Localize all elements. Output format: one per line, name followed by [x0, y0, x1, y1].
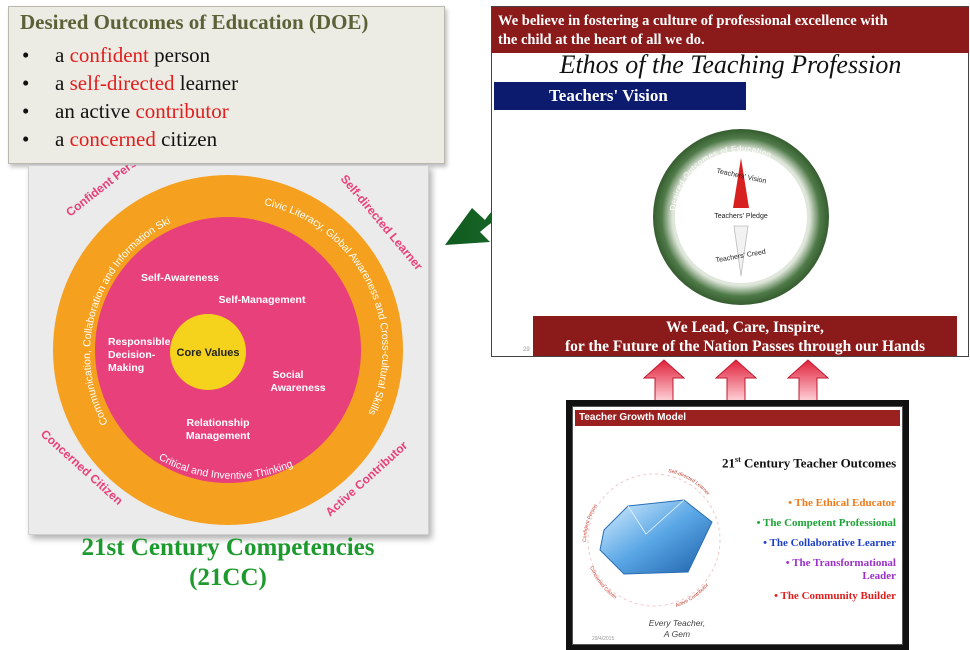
responsible-label: Decision- — [108, 349, 156, 361]
motto-line: We Lead, Care, Inspire, — [666, 319, 824, 336]
gem-label: Confident Person — [582, 503, 599, 542]
doe-item: • a confident person — [22, 43, 210, 68]
social-awareness-label: Awareness — [270, 382, 325, 394]
responsible-label: Responsible — [108, 336, 171, 348]
title-part: 21 — [722, 455, 735, 471]
compass-needle-white — [733, 225, 749, 277]
title-sup: st — [735, 455, 741, 464]
up-arrows — [642, 359, 830, 403]
gem-illustration: Confident Person Self-directed Learner C… — [582, 468, 721, 609]
gem-label-text: Confident Person — [582, 503, 599, 542]
ethos-title: Ethos of the Teaching Profession — [559, 50, 902, 79]
doe-item-text: a — [55, 43, 70, 67]
doe-item-text: person — [148, 43, 211, 67]
relationship-label: Management — [186, 430, 251, 442]
doe-item-text: a — [55, 127, 70, 151]
up-arrow — [642, 359, 686, 403]
outcome-line: • The Transformational — [785, 557, 896, 569]
competencies-title-line2: (21CC) — [189, 564, 267, 591]
outcome-community-builder: • The Community Builder — [774, 590, 896, 602]
gem-orbit — [587, 473, 721, 607]
up-arrow — [786, 359, 830, 403]
compass-pledge-label: Teachers' Pledge — [714, 213, 768, 220]
growth-model-title: 21st Century Teacher Outcomes — [722, 455, 896, 471]
belief-banner: We believe in fostering a culture of pro… — [492, 7, 969, 53]
bullet: • — [22, 99, 30, 123]
doe-item-highlight: concerned — [69, 127, 156, 151]
belief-line: We believe in fostering a culture of pro… — [498, 13, 888, 29]
gem-shape — [599, 499, 713, 575]
gem-label: Self-directed Learner — [668, 468, 711, 497]
gem-caption: Every Teacher, A Gem — [632, 618, 722, 640]
core-values-label: Core Values — [177, 347, 240, 359]
bullet: • — [22, 127, 30, 151]
outcome-competent-professional: • The Competent Professional — [756, 517, 896, 529]
outcome-line: Leader — [862, 570, 896, 582]
compass-face — [675, 151, 807, 283]
gem-facets — [627, 499, 685, 535]
gem-label-text: Self-directed Learner — [668, 468, 711, 497]
belief-line: the child at the heart of all we do. — [498, 32, 705, 48]
outcome-transformational-leader: • The Transformational Leader — [736, 557, 896, 583]
teachers-vision-bar: Teachers' Vision — [494, 82, 746, 110]
doe-item-text: learner — [174, 71, 239, 95]
doe-title: Desired Outcomes of Education (DOE) — [20, 10, 369, 34]
caption-line: Every Teacher, — [648, 618, 706, 628]
caption-line: A Gem — [663, 629, 691, 639]
self-management-label: Self-Management — [219, 294, 306, 306]
slide-number: 29 — [523, 347, 530, 353]
outcome-collaborative-learner: • The Collaborative Learner — [763, 537, 896, 549]
social-awareness-label: Social — [273, 369, 304, 381]
doe-item-text: a — [55, 71, 70, 95]
doe-item-text: an active — [55, 99, 136, 123]
doe-item-text: citizen — [155, 127, 218, 151]
gem-label: Active Contributor — [675, 582, 711, 609]
relationship-label: Relationship — [186, 417, 249, 429]
doe-item-highlight: self-directed — [69, 71, 175, 95]
doe-item-highlight: contributor — [135, 99, 229, 123]
doe-box — [8, 6, 445, 164]
responsible-label: Making — [108, 362, 144, 374]
outcome-ethical-educator: • The Ethical Educator — [788, 497, 896, 509]
competencies-diagram: Core Values Self-Awareness Self-Manageme… — [28, 165, 426, 525]
core-circle — [170, 314, 246, 390]
compass-needle-red — [733, 158, 749, 208]
gem-label-text: Concerned Citizen — [588, 565, 618, 600]
slide-date: 29/4/2015 — [592, 636, 615, 642]
doe-item-highlight: confident — [69, 43, 149, 67]
competencies-title: 21st Century Competencies (21CC) — [28, 533, 428, 593]
motto-line: for the Future of the Nation Passes thro… — [564, 338, 926, 355]
self-awareness-label: Self-Awareness — [141, 272, 219, 284]
gem-label-text: Active Contributor — [675, 582, 711, 609]
doe-item: • a concerned citizen — [22, 127, 217, 152]
doe-item: • an active contributor — [22, 99, 229, 124]
up-arrow — [714, 359, 758, 403]
title-part: Century Teacher Outcomes — [740, 455, 897, 471]
ethos-compass: Desired Outcomes of Education Philosophy… — [653, 129, 829, 305]
bullet: • — [22, 71, 30, 95]
bullet: • — [22, 43, 30, 67]
competencies-title-line1: 21st Century Competencies — [81, 534, 375, 561]
gem-label: Concerned Citizen — [588, 565, 618, 600]
doe-item: • a self-directed learner — [22, 71, 238, 96]
motto-banner: We Lead, Care, Inspire, for the Future o… — [533, 316, 957, 356]
growth-model-header: Teacher Growth Model — [575, 410, 900, 426]
